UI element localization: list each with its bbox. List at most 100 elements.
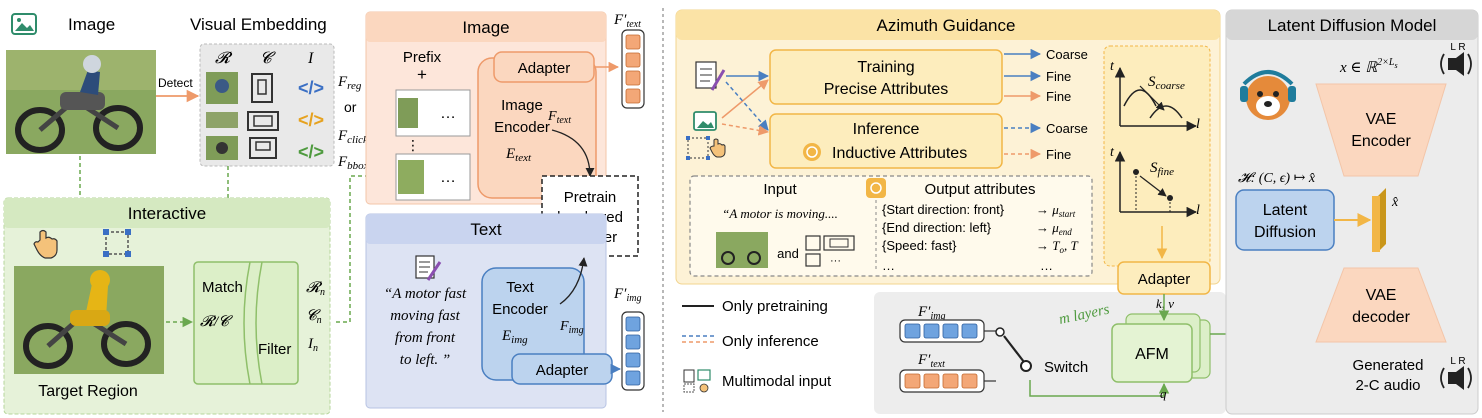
stereo-speaker-icon-top [1440,52,1472,76]
ldm-title: Latent Diffusion Model [1268,16,1437,35]
mu-start-label: → μstart [1036,202,1076,219]
legend-pretrain: Only pretraining [722,298,828,315]
vae-decoder-label-2: decoder [1352,309,1410,326]
col-i: I [307,50,314,67]
text-quote-line-2: moving fast [390,308,460,324]
target-region-label: Target Region [38,383,138,400]
ldm-header [1226,10,1478,40]
input-thumbnail [716,232,768,268]
f-reg-label: Freg [337,74,362,92]
vae-encoder-label-2: Encoder [1351,133,1411,150]
text-quote-line-4: to left. ” [400,352,450,368]
text-quote-line-1: “A motor fast [384,286,467,302]
latent-diffusion-label-2: Diffusion [1254,224,1316,241]
azimuth-header [676,10,1220,40]
e-img-label: Eimg [501,328,528,346]
s-fine-plot [1114,150,1198,218]
afm-label: AFM [1135,346,1169,363]
prefix-vdots: ⋮ [406,137,420,153]
afm-box [1111,323,1193,383]
plus-label: + [417,65,427,84]
document-input-icon [695,61,726,91]
image-panel-title: Image [462,18,509,37]
text-feature-tokens [621,29,645,109]
afm-f-prime-text-label: F′text [917,352,945,370]
latent-x-hat-bar [1372,188,1386,252]
f-bbox-label: Fbbox [337,154,369,172]
f-prime-img-label: F′img [613,286,641,304]
f-prime-text-label: F′text [613,12,641,30]
pretrain-label-1: Pretrain [564,189,617,206]
attr-speed: {Speed: fast} [882,238,957,253]
switch-icon[interactable] [995,327,1032,372]
image-panel-header [366,12,606,42]
inference-box [769,113,1003,169]
attr-end-direction: {End direction: left} [882,220,992,235]
training-out-coarse: Coarse [1046,47,1088,62]
s-coarse-axis-l: l [1196,117,1200,132]
embedding-rows [206,72,279,160]
interactive-header [4,198,330,228]
q-label: q [1160,386,1167,401]
s-coarse-plot [1114,66,1198,132]
legend-multimodal: Multimodal input [722,373,832,390]
text-panel-header [366,214,606,244]
document-pen-icon [415,255,442,281]
inference-out-coarse: Coarse [1046,121,1088,136]
text-encoder-label-2: Encoder [492,301,548,318]
rn-label: 𝓡n [306,280,325,298]
text-panel-title: Text [470,220,501,239]
h-map-label: 𝓗: (C, ϵ) ↦ x̂ [1238,171,1316,186]
target-region-photo [14,266,164,374]
in-label: In [307,336,318,354]
azimuth-title: Azimuth Guidance [877,16,1016,35]
f-click-label: Fclick [337,128,369,146]
col-r: 𝓡 [215,50,233,67]
svg-text:</>: </> [298,110,324,130]
attr-ellipsis-right: … [1040,258,1053,273]
afm-text-tokens [899,369,985,393]
vae-decoder-label-1: VAE [1366,287,1397,304]
adapter-label-top: Adapter [518,60,571,77]
s-coarse-axis-t: t [1110,59,1115,74]
switch-label: Switch [1044,359,1088,376]
latent-diffusion-box [1235,189,1335,251]
svg-text:</>: </> [298,142,324,162]
generated-label-2: 2-C audio [1355,377,1420,394]
code-icon: </> </> </> [298,78,324,162]
openai-icon-small [866,178,886,198]
s-fine-axis-t: t [1110,145,1115,160]
training-out-fine-1: Fine [1046,69,1071,84]
motorcycle-photo [6,50,156,154]
x-hat-label: x̂ [1391,195,1399,210]
image-icon [11,13,37,35]
legend-inference: Only inference [722,333,819,350]
image-title: Image [68,15,115,34]
image-encoder-label-2: Encoder [494,119,550,136]
attr-start-direction: {Start direction: front} [882,202,1005,217]
dog-mascot-icon [1240,70,1296,120]
afm-image-tokens [899,319,985,343]
azimuth-adapter-label: Adapter [1138,271,1191,288]
prefix-label: Prefix [403,49,442,66]
adapter-label-bottom: Adapter [536,362,589,379]
prefix-dots-2: … [440,169,456,186]
inference-label-1: Inference [853,121,920,138]
s-fine-axis-l: l [1196,203,1200,218]
inference-out-fine: Fine [1046,147,1071,162]
detect-label: Detect [158,76,193,90]
lr-label-top: L R [1450,42,1465,53]
match-label: Match [202,279,243,296]
legend-multimodal-icon [683,369,711,393]
text-quote-line-3: from front [395,330,456,346]
s-coarse-label: Scoarse [1148,74,1185,92]
stereo-speaker-icon-bottom [1440,366,1472,390]
rc-label: 𝓡/𝓒 [200,314,233,330]
f-img-label: Fimg [559,319,584,336]
bbox-select-icon [103,229,131,257]
e-text-label: Etext [505,146,532,164]
filter-label: Filter [258,341,291,358]
svg-text:···: ··· [830,255,841,267]
speed-t-label: → To, T [1036,238,1078,255]
attribute-example-box [689,175,1093,277]
